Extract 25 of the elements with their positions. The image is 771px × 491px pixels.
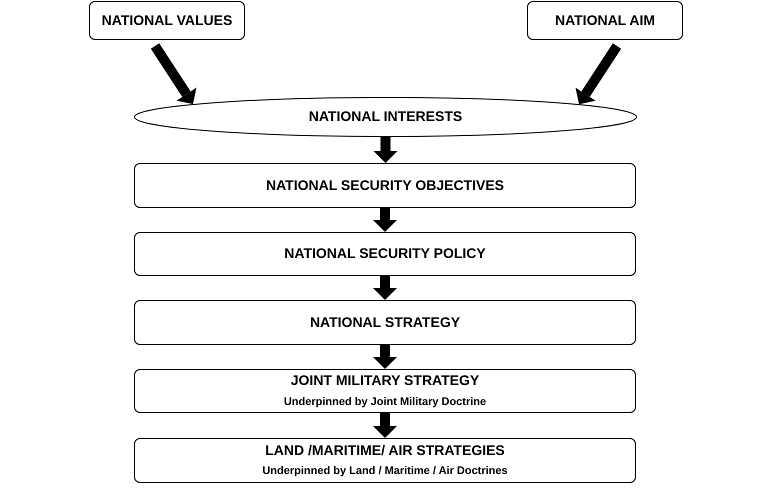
process-box (134, 438, 636, 483)
box-title: LAND /MARITIME/ AIR STRATEGIES (265, 442, 505, 460)
box-title: NATIONAL VALUES (102, 12, 232, 30)
arrow (576, 43, 622, 104)
box-title: JOINT MILITARY STRATEGY (290, 372, 480, 390)
process-box (134, 369, 636, 413)
box-title: NATIONAL STRATEGY (310, 314, 460, 332)
process-box (134, 232, 636, 276)
arrow (373, 345, 397, 369)
process-box (134, 300, 636, 345)
box-title: NATIONAL SECURITY POLICY (284, 245, 486, 263)
process-box (134, 163, 636, 208)
arrow (374, 137, 398, 163)
process-box (527, 1, 683, 40)
box-title: NATIONAL AIM (554, 12, 656, 30)
arrow (373, 276, 397, 300)
box-title: NATIONAL SECURITY OBJECTIVES (266, 176, 504, 194)
box-subtitle: Underpinned by Land / Maritime / Air Doctrines (262, 465, 508, 480)
arrow (373, 208, 397, 232)
arrow (373, 413, 397, 438)
box-title: NATIONAL INTERESTS (308, 108, 462, 126)
ellipse-node (134, 97, 637, 137)
box-subtitle: Underpinned by Joint Military Doctrine (284, 396, 486, 410)
arrow (150, 43, 196, 104)
process-box (89, 1, 245, 40)
